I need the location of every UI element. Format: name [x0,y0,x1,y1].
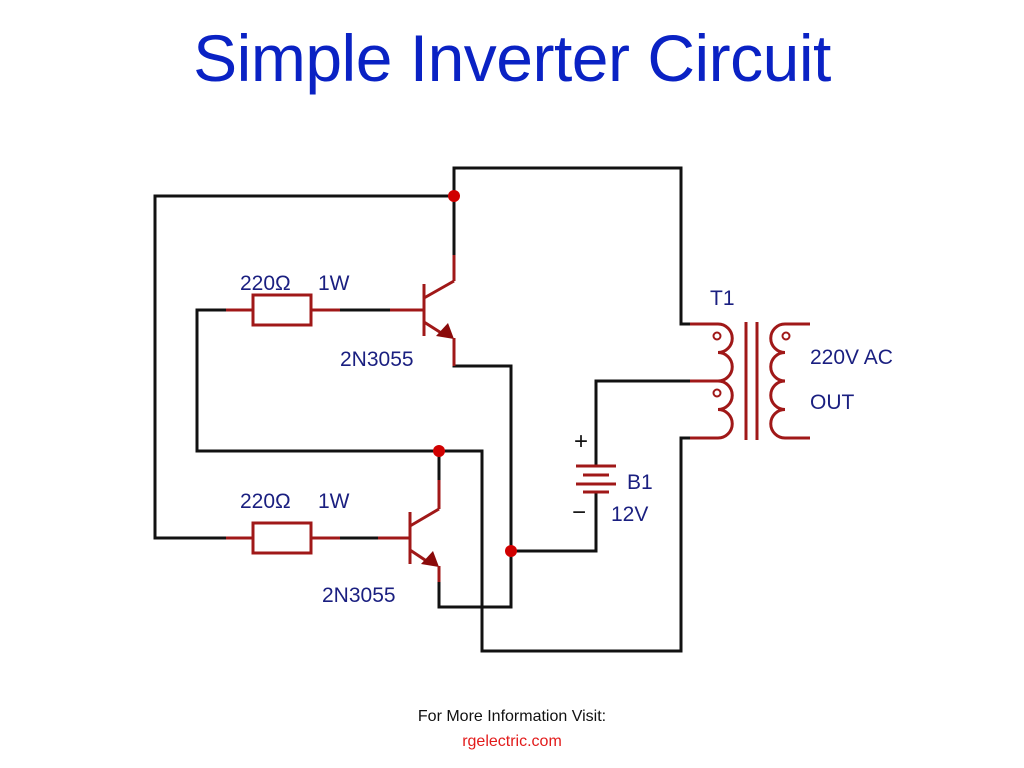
transformer-output-sub-label: OUT [810,391,855,414]
battery-voltage-label: 12V [611,503,648,526]
q1-emitter-arrow-icon [436,323,454,339]
q2-part-label: 2N3055 [322,584,396,607]
battery-b1 [576,464,616,494]
r2-power-label: 1W [318,490,350,513]
transformer-ref-label: T1 [710,287,735,310]
transformer-output-label: 220V AC [810,346,893,369]
q1-part-label: 2N3055 [340,348,414,371]
resistor-r1 [226,293,340,327]
footer-link[interactable]: rgelectric.com [462,733,562,750]
footer-text: For More Information Visit: [417,708,607,725]
r2-value-label: 220Ω [240,490,291,513]
wire-q1-emitter [437,364,513,609]
r1-power-label: 1W [318,272,350,295]
battery-minus-sign: − [572,499,586,526]
junction-node [505,545,517,557]
primary-dot-icon [712,388,722,398]
wires [153,166,692,653]
wire-outer-left [153,194,456,540]
transistor-q2 [378,480,441,582]
primary-dot-icon [712,331,722,341]
junction-node [433,445,445,457]
battery-ref-label: B1 [627,471,653,494]
secondary-dot-icon [781,331,791,341]
q2-emitter-arrow-icon [421,551,439,567]
junction-node [448,190,460,202]
wire-q1-collector [452,166,692,326]
wire-r1-to-q2-collector [195,308,692,653]
battery-plus-sign: + [574,428,588,455]
page-title: Simple Inverter Circuit [193,21,831,95]
wire-battery-negative [509,493,598,553]
resistor-r2 [226,521,340,555]
transformer-t1 [690,322,810,440]
transistor-q1 [390,255,456,366]
r1-value-label: 220Ω [240,272,291,295]
wire-battery-positive [594,379,692,467]
